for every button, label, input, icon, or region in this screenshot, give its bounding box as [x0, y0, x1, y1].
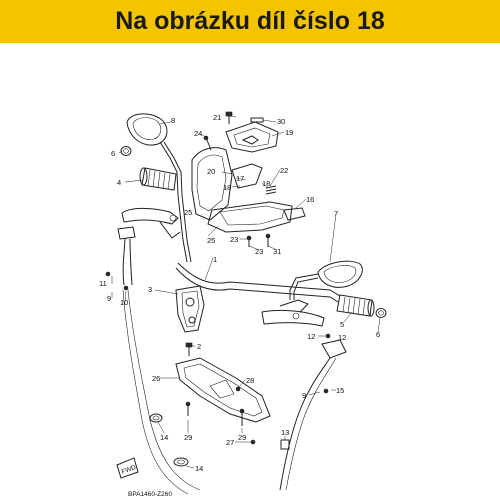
parts-diagram: FWD — [99, 111, 387, 498]
bolt-31 — [265, 233, 271, 247]
header-banner: Na obrázku díl číslo 18 — [0, 0, 500, 43]
left-cable-assembly — [105, 226, 201, 495]
callout-13: 13 — [281, 428, 289, 437]
screw-21 — [225, 111, 233, 124]
handlebar — [175, 194, 341, 303]
clip-30 — [250, 117, 264, 123]
bolt-2 — [185, 342, 193, 356]
callout-21: 21 — [213, 113, 221, 122]
callout-25-b: 25 — [207, 236, 215, 245]
callout-14-upper: 14 — [160, 433, 168, 442]
callout-8: 8 — [171, 116, 175, 125]
screw-28 — [235, 386, 241, 392]
callout-12: 12 — [307, 332, 315, 341]
cable-clamp-lower — [173, 457, 189, 467]
callout-1: 1 — [213, 255, 217, 264]
left-mirror — [126, 113, 183, 196]
callout-3: 3 — [148, 285, 152, 294]
lower-cover — [175, 357, 271, 423]
page-title: Na obrázku díl číslo 18 — [115, 7, 385, 35]
callout-11: 11 — [99, 279, 107, 288]
callout-17: 17 — [236, 174, 244, 183]
callout-18-b: 18 — [262, 179, 270, 188]
callout-9-right: 9 — [302, 391, 306, 400]
clamp-13 — [280, 439, 290, 450]
callout-29-a: 29 — [184, 433, 192, 442]
callout-28: 28 — [246, 376, 254, 385]
fwd-label: FWD — [121, 464, 138, 476]
handlebar-cover — [191, 147, 306, 233]
callout-6-left: 6 — [111, 149, 115, 158]
fwd-direction-marker: FWD — [116, 457, 139, 479]
left-brake-lever — [121, 207, 181, 239]
callout-6-right: 6 — [376, 330, 380, 339]
cable-clamp-upper — [149, 413, 163, 423]
callout-4: 4 — [117, 178, 121, 187]
screw-24 — [203, 135, 212, 151]
callout-10: 10 — [120, 298, 128, 307]
callout-2: 2 — [197, 342, 201, 351]
callout-labels: 8 6 4 21 30 19 24 20 17 18 22 18 16 7 25… — [99, 113, 380, 473]
left-end-cap — [120, 146, 132, 156]
callout-29-b: 29 — [238, 433, 246, 442]
callout-18-a: 18 — [223, 183, 231, 192]
callout-9-left: 9 — [107, 294, 111, 303]
leader-lines — [111, 115, 381, 469]
callout-23-b: 23 — [255, 247, 263, 256]
handlebar-holder — [175, 285, 205, 333]
right-cable-assembly — [279, 333, 347, 491]
right-grip — [336, 294, 375, 317]
right-mirror — [289, 260, 363, 300]
left-grip — [139, 167, 177, 191]
right-brake-lever — [261, 299, 325, 327]
screw-29-b — [239, 408, 245, 426]
drawing-code: BPA1460-Z260 — [128, 491, 172, 498]
callout-20: 20 — [207, 167, 215, 176]
callout-12-b: 12 — [338, 333, 346, 342]
callout-7: 7 — [334, 209, 338, 218]
callout-19: 19 — [285, 128, 293, 137]
screw-27 — [250, 439, 256, 445]
callout-16: 16 — [306, 195, 314, 204]
callout-24: 24 — [194, 129, 202, 138]
callout-25-a: 25 — [184, 208, 192, 217]
screw-29-a — [185, 401, 191, 416]
callout-14-lower: 14 — [195, 464, 203, 473]
callout-26: 26 — [152, 374, 160, 383]
callout-27: 27 — [226, 438, 234, 447]
callout-15: 15 — [336, 386, 344, 395]
callout-31: 31 — [273, 247, 281, 256]
upper-cover — [225, 121, 279, 153]
bolt-23 — [246, 235, 252, 247]
callout-30: 30 — [277, 117, 285, 126]
right-end-cap — [375, 308, 387, 318]
callout-5: 5 — [340, 320, 344, 329]
callout-23: 23 — [230, 235, 238, 244]
callout-22: 22 — [280, 166, 288, 175]
